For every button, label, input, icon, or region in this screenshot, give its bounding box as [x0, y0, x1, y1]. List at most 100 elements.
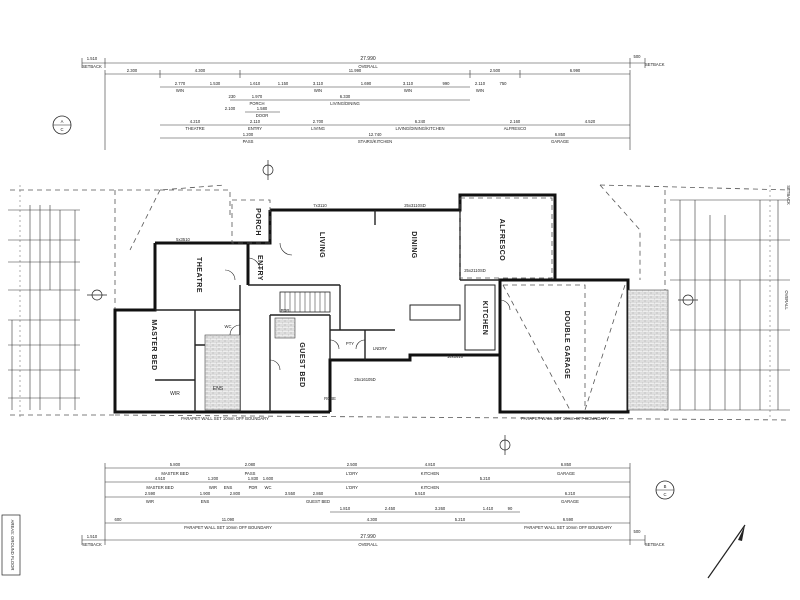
bottom-row1-dim-1: 5.800: [170, 462, 181, 467]
top-row3-dim-2: 1.530: [210, 81, 221, 86]
bottom-row3-dim-3: 2.800: [230, 491, 241, 496]
right-overall-label: OVERALL: [784, 290, 789, 310]
top-row3-label-2: WIN: [314, 88, 322, 93]
bottom-overall-value: 27.990: [360, 534, 376, 540]
room-label-lndry: LNDRY: [373, 346, 387, 351]
top-row2-dim-5: 6.990: [570, 68, 581, 73]
bottom-row2-label-3: ENS: [224, 485, 233, 490]
doors: [224, 242, 511, 371]
top-row4-label-living: LIVING/DINING: [330, 101, 360, 106]
bottom-row4-dim-2: 2.450: [385, 506, 396, 511]
top-row3-dim-7: 3.110: [403, 81, 414, 86]
top-right-setback-value: 500: [634, 54, 642, 59]
room-label-theatre: THEATRE: [195, 257, 202, 293]
left-side-dimensions: [8, 205, 80, 410]
bottom-row3-label-1: WIR: [146, 499, 154, 504]
top-row5-dim-2: 1.580: [257, 106, 268, 111]
bottom-row5-dim-2: 11.090: [222, 517, 235, 522]
top-row7-dim-2: 12.740: [369, 132, 382, 137]
bottom-row3-dim-2: 1.900: [200, 491, 211, 496]
top-row3-dim-3: 1.610: [250, 81, 261, 86]
room-label-porch: PORCH: [254, 208, 261, 236]
bottom-row4-dim-5: 90: [508, 506, 513, 511]
bottom-row2-dim-1: 4.510: [155, 476, 166, 481]
kitchen-bench: [464, 284, 496, 351]
top-row7-dim-3: 6.850: [555, 132, 566, 137]
room-label-entry: ENTRY: [256, 255, 263, 281]
parapet-note-top: PARAPET WALL SET 10mm OFF BOUNDARY: [181, 416, 269, 421]
bottom-overall-label: OVERALL: [358, 542, 378, 547]
areas-note: AREAS: GROUND FLOOR: [1, 514, 21, 576]
bottom-dimension-chain: 5.800 2.080 2.500 4.810 6.850 MASTER BED…: [81, 462, 665, 547]
top-row6-label-2: ENTRY: [248, 126, 262, 131]
top-row4-label-porch: PORCH: [249, 101, 264, 106]
wc-tiling: [274, 317, 296, 339]
bottom-row2-label-2: WIR: [209, 485, 217, 490]
section-marker-b-bottom[interactable]: B C: [655, 480, 675, 500]
bottom-row1-dim-4: 4.810: [425, 462, 436, 467]
stairs: [279, 291, 331, 313]
top-row5-dim-1: 2.100: [225, 106, 236, 111]
top-row6-dim-4: 6.240: [415, 119, 426, 124]
bottom-row4-dim-1: 1.810: [340, 506, 351, 511]
bottom-row5-dim-4: 5.210: [455, 517, 466, 522]
bottom-row1-label-5: GARAGE: [557, 471, 575, 476]
top-row4-dim-3: 6.330: [340, 94, 351, 99]
top-row6-dim-5: 2.160: [510, 119, 521, 124]
bottom-row3-dim-6: 5.510: [415, 491, 426, 496]
room-label-ens: ENS: [213, 386, 224, 392]
section-marker-b-id: B: [664, 484, 667, 489]
top-row6-dim-6: 4.520: [585, 119, 596, 124]
top-row2-dim-2: 4.300: [195, 68, 206, 73]
grid-marker-bottom: [499, 435, 511, 455]
bottom-left-setback-value: 1.510: [87, 534, 98, 539]
bottom-right-setback-label: SETBACK: [645, 542, 665, 547]
top-row4-dim-2: 230: [229, 94, 237, 99]
top-left-setback-label: SETBACK: [82, 64, 102, 69]
top-row7-label-3: GARAGE: [551, 139, 569, 144]
top-row3-label-4: WIN: [476, 88, 484, 93]
top-row3-label-1: WIN: [176, 88, 184, 93]
bottom-row3-dim-4: 3.550: [285, 491, 296, 496]
grid-marker-right: [678, 294, 698, 306]
section-marker-a-top[interactable]: A C: [52, 115, 72, 135]
room-label-pantry: PTY: [346, 341, 354, 346]
bottom-parapet-right: PARAPET WALL SET 10mm OFF BOUNDARY: [524, 525, 612, 530]
window-note-d: 5x3510: [176, 237, 190, 242]
driveway-paving: [627, 289, 669, 411]
bottom-row2-dim-4: 1.600: [263, 476, 274, 481]
top-row2-ticks: [104, 70, 631, 150]
top-left-setback-value: 1.510: [87, 56, 98, 61]
bottom-row5-dim-1: 600: [115, 517, 123, 522]
top-row3-dim-1: 2.770: [175, 81, 186, 86]
top-row3-label-3: WIN: [404, 88, 412, 93]
areas-note-text: AREAS: GROUND FLOOR: [10, 520, 15, 571]
top-row2-dim-1: 2.300: [127, 68, 138, 73]
top-row7-label-1: PASS: [243, 139, 254, 144]
right-setback-label: SETBACK: [786, 185, 791, 205]
top-row4-dim-1: 1.970: [252, 94, 263, 99]
top-row3-dim-10: 750: [500, 81, 508, 86]
top-row6-label-3: LIVING: [311, 126, 325, 131]
kitchen-island: [409, 304, 461, 321]
bottom-row2-label-6: L'DRY: [346, 485, 358, 490]
room-label-double-garage: DOUBLE GARAGE: [563, 311, 570, 380]
top-dimension-chain: 1.510 SETBACK 27.990 OVERALL 500 SETBACK…: [81, 54, 665, 150]
bottom-row2-label-4: PDR: [249, 485, 258, 490]
porch-outline: [231, 199, 271, 244]
top-overall-value: 27.990: [360, 56, 376, 62]
bottom-row1-label-2: PASS: [245, 471, 256, 476]
section-marker-b-sheet: C: [663, 492, 666, 497]
top-row3-dim-8: 990: [443, 81, 451, 86]
room-label-living: LIVING: [318, 232, 325, 258]
alfresco-outline: [459, 197, 553, 279]
bottom-row3-label-2: ENS: [201, 499, 210, 504]
room-label-wir: WIR: [170, 391, 180, 397]
bottom-row2-label-7: KITCHEN: [421, 485, 439, 490]
bottom-row3-label-4: GARAGE: [561, 499, 579, 504]
top-row7-label-2: STAIRS/KITCHEN: [358, 139, 392, 144]
window-note-a: 25x3110SD: [404, 203, 426, 208]
bottom-row4-dim-3: 3.260: [435, 506, 446, 511]
top-row3-dim-5: 3.110: [313, 81, 324, 86]
